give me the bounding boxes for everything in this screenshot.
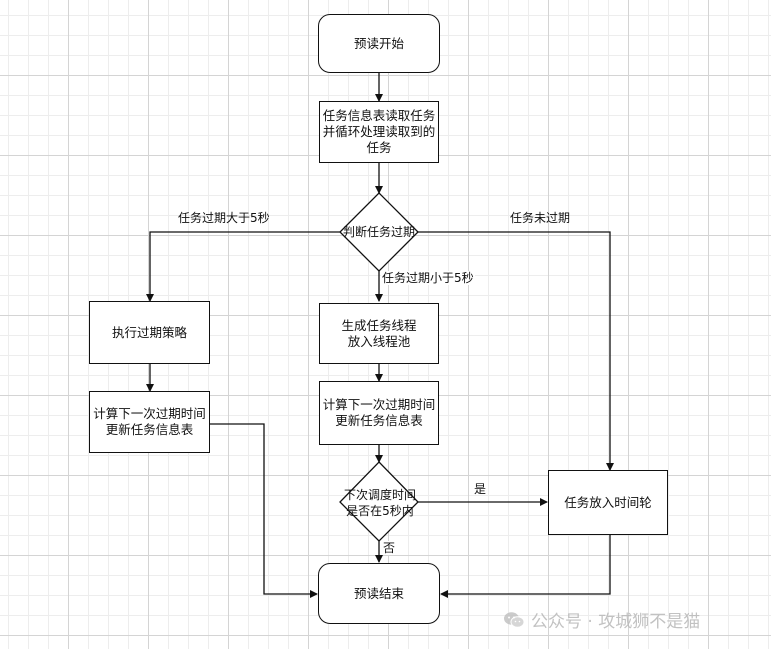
start-node: 预读开始 [318,14,440,73]
create-thread-line-2: 放入线程池 [347,333,411,349]
edge-label-expired-under-5s: 任务过期小于5秒 [381,271,475,285]
create-thread-node: 生成任务线程 放入线程池 [319,303,439,364]
check-next-line-2: 是否在5秒内 [346,504,414,518]
calc-next-left-node: 计算下一次过期时间 更新任务信息表 [89,391,210,453]
end-node: 预读结束 [318,563,440,624]
exec-expire-policy-node: 执行过期策略 [89,301,210,364]
read-tasks-node: 任务信息表读取任务 并循环处理读取到的 任务 [319,101,439,163]
start-label: 预读开始 [353,35,404,51]
calc-next-left-line-1: 计算下一次过期时间 [93,406,206,421]
edge-calc-left-to-end [210,423,318,598]
time-wheel-node: 任务放入时间轮 [548,470,668,535]
create-thread-line-1: 生成任务线程 [341,317,417,333]
read-tasks-line-1: 任务信息表读取任务 [322,108,436,123]
decision-check-expired [339,192,419,272]
check-expired-label: 判断任务过期 [342,225,415,239]
decision-check-next [339,461,419,542]
edge-check-to-wheel [418,231,614,471]
calc-next-mid-line-1: 计算下一次过期时间 [322,397,436,412]
calc-next-left-line-2: 更新任务信息表 [105,422,194,437]
time-wheel-label: 任务放入时间轮 [564,494,652,510]
check-next-line-1: 下次调度时间 [343,488,416,502]
read-tasks-line-2: 并循环处理读取到的 [322,124,436,139]
edge-label-not-expired: 任务未过期 [510,211,571,225]
calc-next-mid-line-2: 更新任务信息表 [335,413,423,428]
edge-label-yes: 是 [474,482,487,496]
exec-expire-policy-label: 执行过期策略 [111,324,187,340]
edge-wheel-to-end [440,535,611,598]
edge-check-to-policy [146,231,340,302]
check-next-label: 下次调度时间 是否在5秒内 [335,487,425,519]
edge-label-expired-over-5s: 任务过期大于5秒 [178,211,270,225]
read-tasks-line-3: 任务 [366,140,392,155]
watermark-text: 公众号 · 攻城狮不是猫 [531,612,701,632]
edge-label-no: 否 [382,541,397,555]
calc-next-mid-node: 计算下一次过期时间 更新任务信息表 [319,381,439,445]
end-label: 预读结束 [353,585,404,601]
watermark: 公众号 · 攻城狮不是猫 [503,607,700,632]
wechat-icon [504,611,525,628]
